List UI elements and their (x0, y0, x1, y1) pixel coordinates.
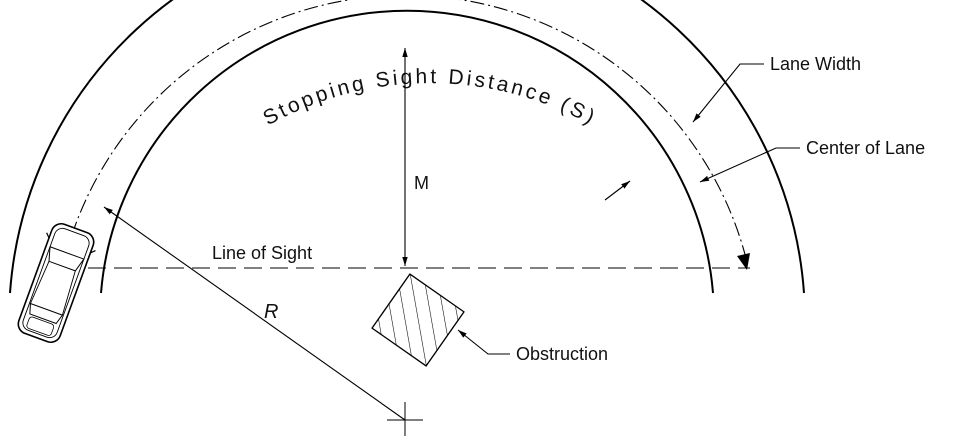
obstruction-block (371, 273, 465, 367)
center-of-lane-leader (699, 147, 800, 183)
obstruction-label: Obstruction (516, 344, 608, 364)
lane-width-label: Lane Width (770, 54, 861, 74)
lane-width-leader (692, 63, 764, 123)
r-label: R (264, 301, 278, 323)
stopping-sight-distance-label: Stopping Sight Distance (S) (259, 65, 601, 130)
inner-road-edge (100, 9, 714, 294)
center-of-lane-label: Center of Lane (806, 138, 925, 158)
line-of-sight-label: Line of Sight (212, 243, 312, 263)
center-of-lane-arc (64, 0, 748, 263)
car-icon (17, 222, 96, 344)
radius-line (103, 206, 406, 421)
obstruction-leader (457, 329, 510, 355)
outer-road-edge (9, 0, 805, 294)
center-arc-arrowhead-right (737, 253, 750, 270)
m-label: M (414, 173, 429, 193)
lane-width-tick-arrow (604, 180, 631, 201)
